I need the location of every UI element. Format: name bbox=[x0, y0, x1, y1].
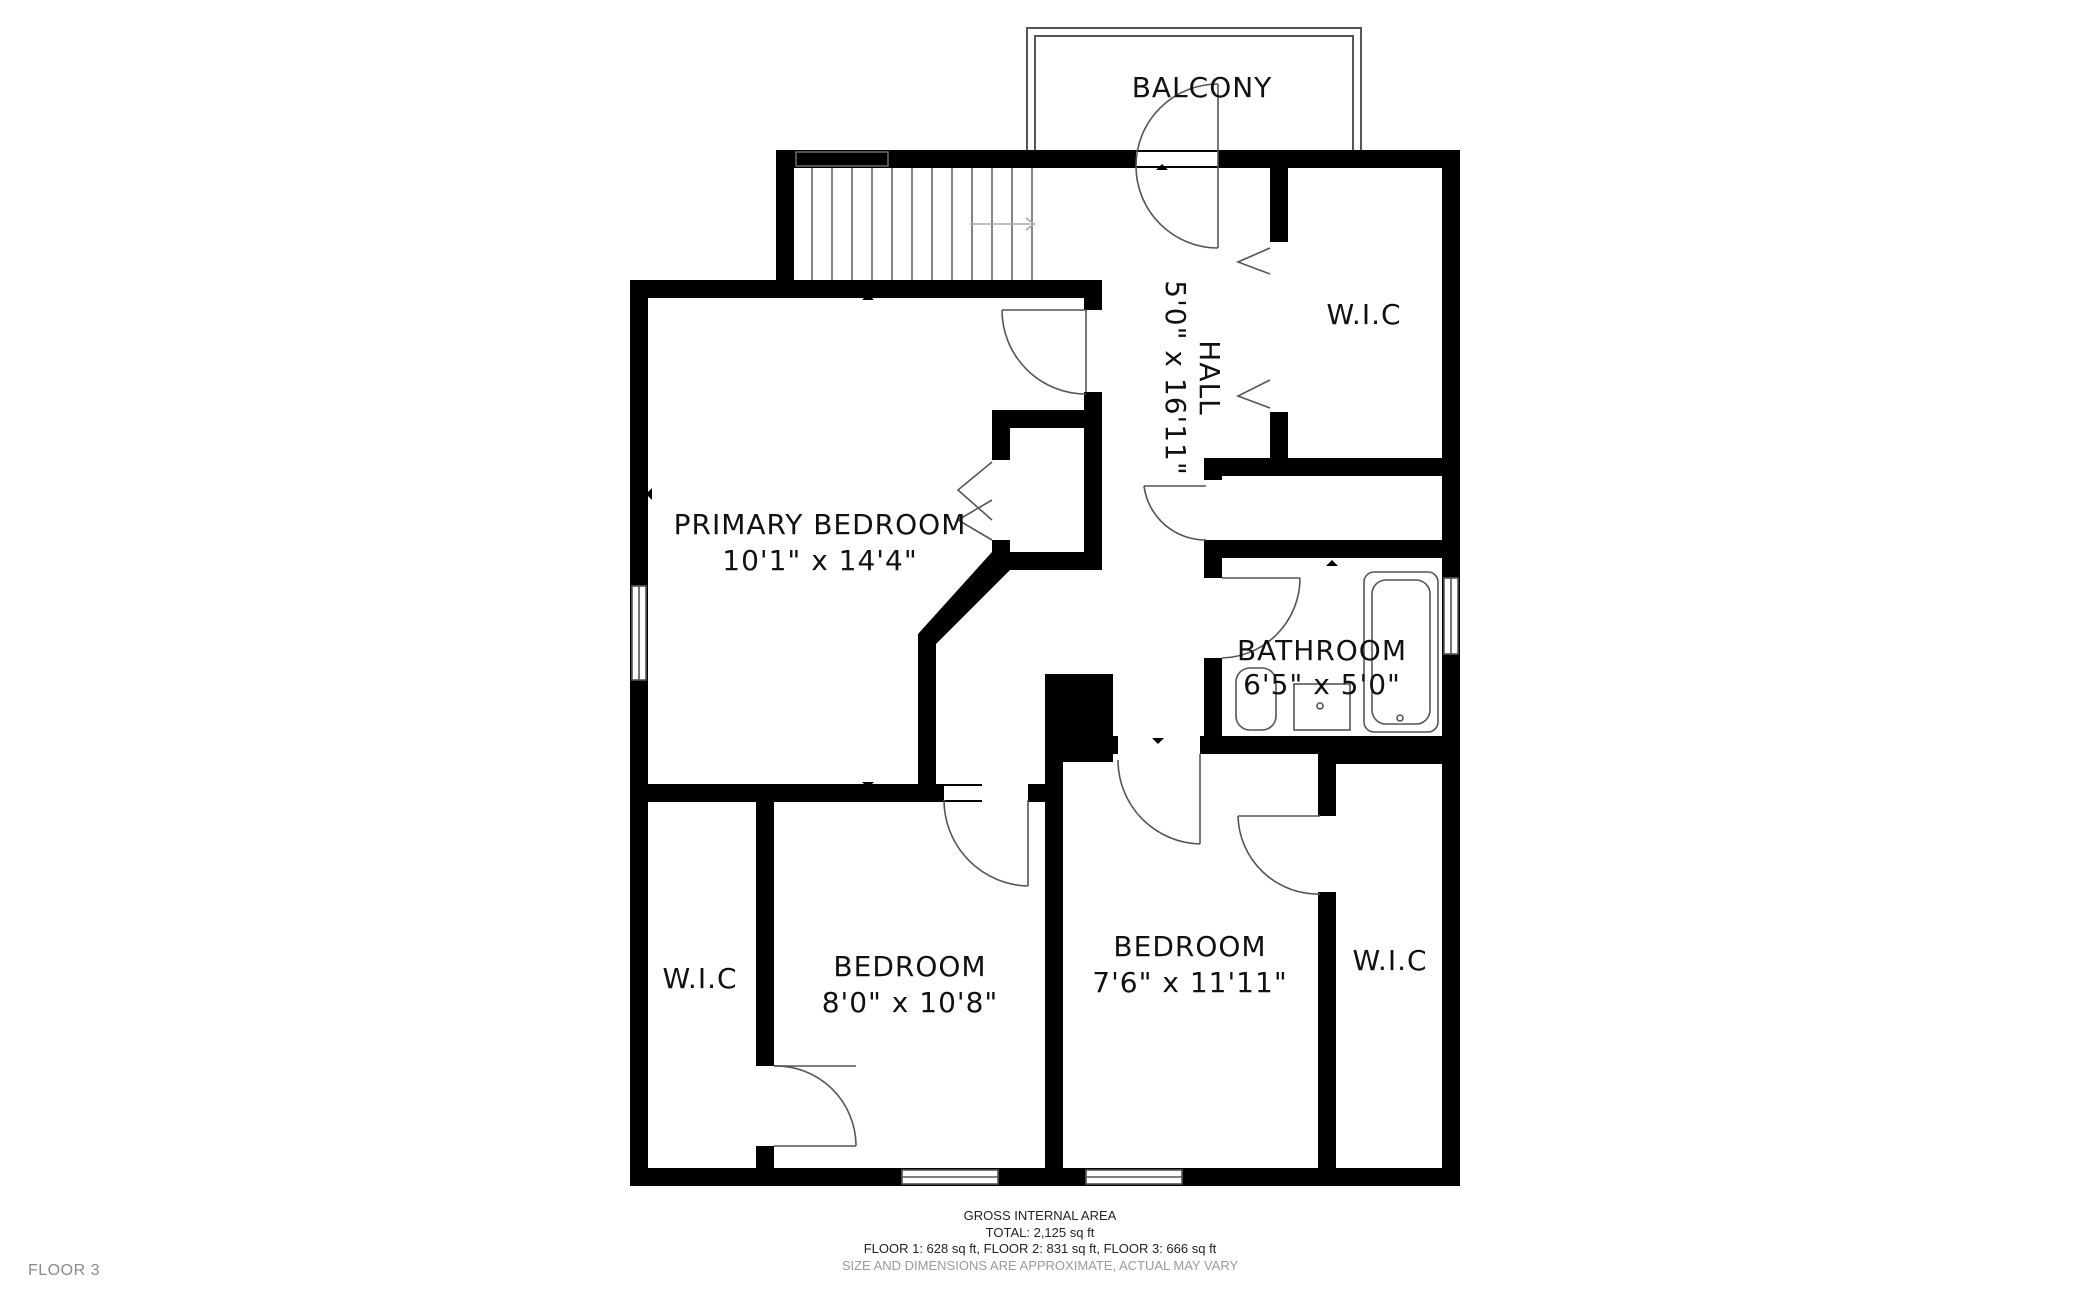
bathroom-label: BATHROOM bbox=[1237, 634, 1407, 667]
room-labels: BALCONY HALL 5'0" x 16'11" W.I.C PRIMARY… bbox=[662, 71, 1427, 1019]
walls bbox=[630, 150, 1460, 1186]
balcony bbox=[1026, 27, 1362, 152]
hall-label: HALL bbox=[1193, 340, 1226, 415]
wic-top-label: W.I.C bbox=[1326, 298, 1401, 331]
wall-markers bbox=[646, 164, 1338, 800]
area-title: GROSS INTERNAL AREA bbox=[963, 1208, 1117, 1223]
wic-right-label: W.I.C bbox=[1352, 944, 1427, 977]
primary-bedroom-label: PRIMARY BEDROOM bbox=[674, 508, 967, 541]
hall-dims: 5'0" x 16'11" bbox=[1159, 280, 1192, 475]
bedroom-1-dims: 8'0" x 10'8" bbox=[822, 986, 999, 1019]
bathroom-fixtures bbox=[1235, 571, 1439, 733]
bedroom-1-label: BEDROOM bbox=[833, 950, 986, 983]
bedroom-2-dims: 7'6" x 11'11" bbox=[1092, 966, 1287, 999]
area-summary: GROSS INTERNAL AREA TOTAL: 2,125 sq ft F… bbox=[0, 1208, 2080, 1274]
stairs bbox=[795, 151, 1036, 280]
area-floors: FLOOR 1: 628 sq ft, FLOOR 2: 831 sq ft, … bbox=[863, 1241, 1217, 1256]
area-disclaimer: SIZE AND DIMENSIONS ARE APPROXIMATE, ACT… bbox=[841, 1257, 1239, 1273]
doors bbox=[758, 83, 1334, 1147]
balcony-label: BALCONY bbox=[1132, 71, 1273, 104]
wic-left-label: W.I.C bbox=[662, 962, 737, 995]
bedroom-2-label: BEDROOM bbox=[1113, 930, 1266, 963]
primary-bedroom-dims: 10'1" x 14'4" bbox=[722, 544, 917, 577]
windows bbox=[631, 577, 1459, 1185]
area-total: TOTAL: 2,125 sq ft bbox=[985, 1224, 1095, 1240]
floor-label: FLOOR 3 bbox=[28, 1262, 100, 1279]
bathroom-dims: 6'5" x 5'0" bbox=[1243, 668, 1401, 701]
